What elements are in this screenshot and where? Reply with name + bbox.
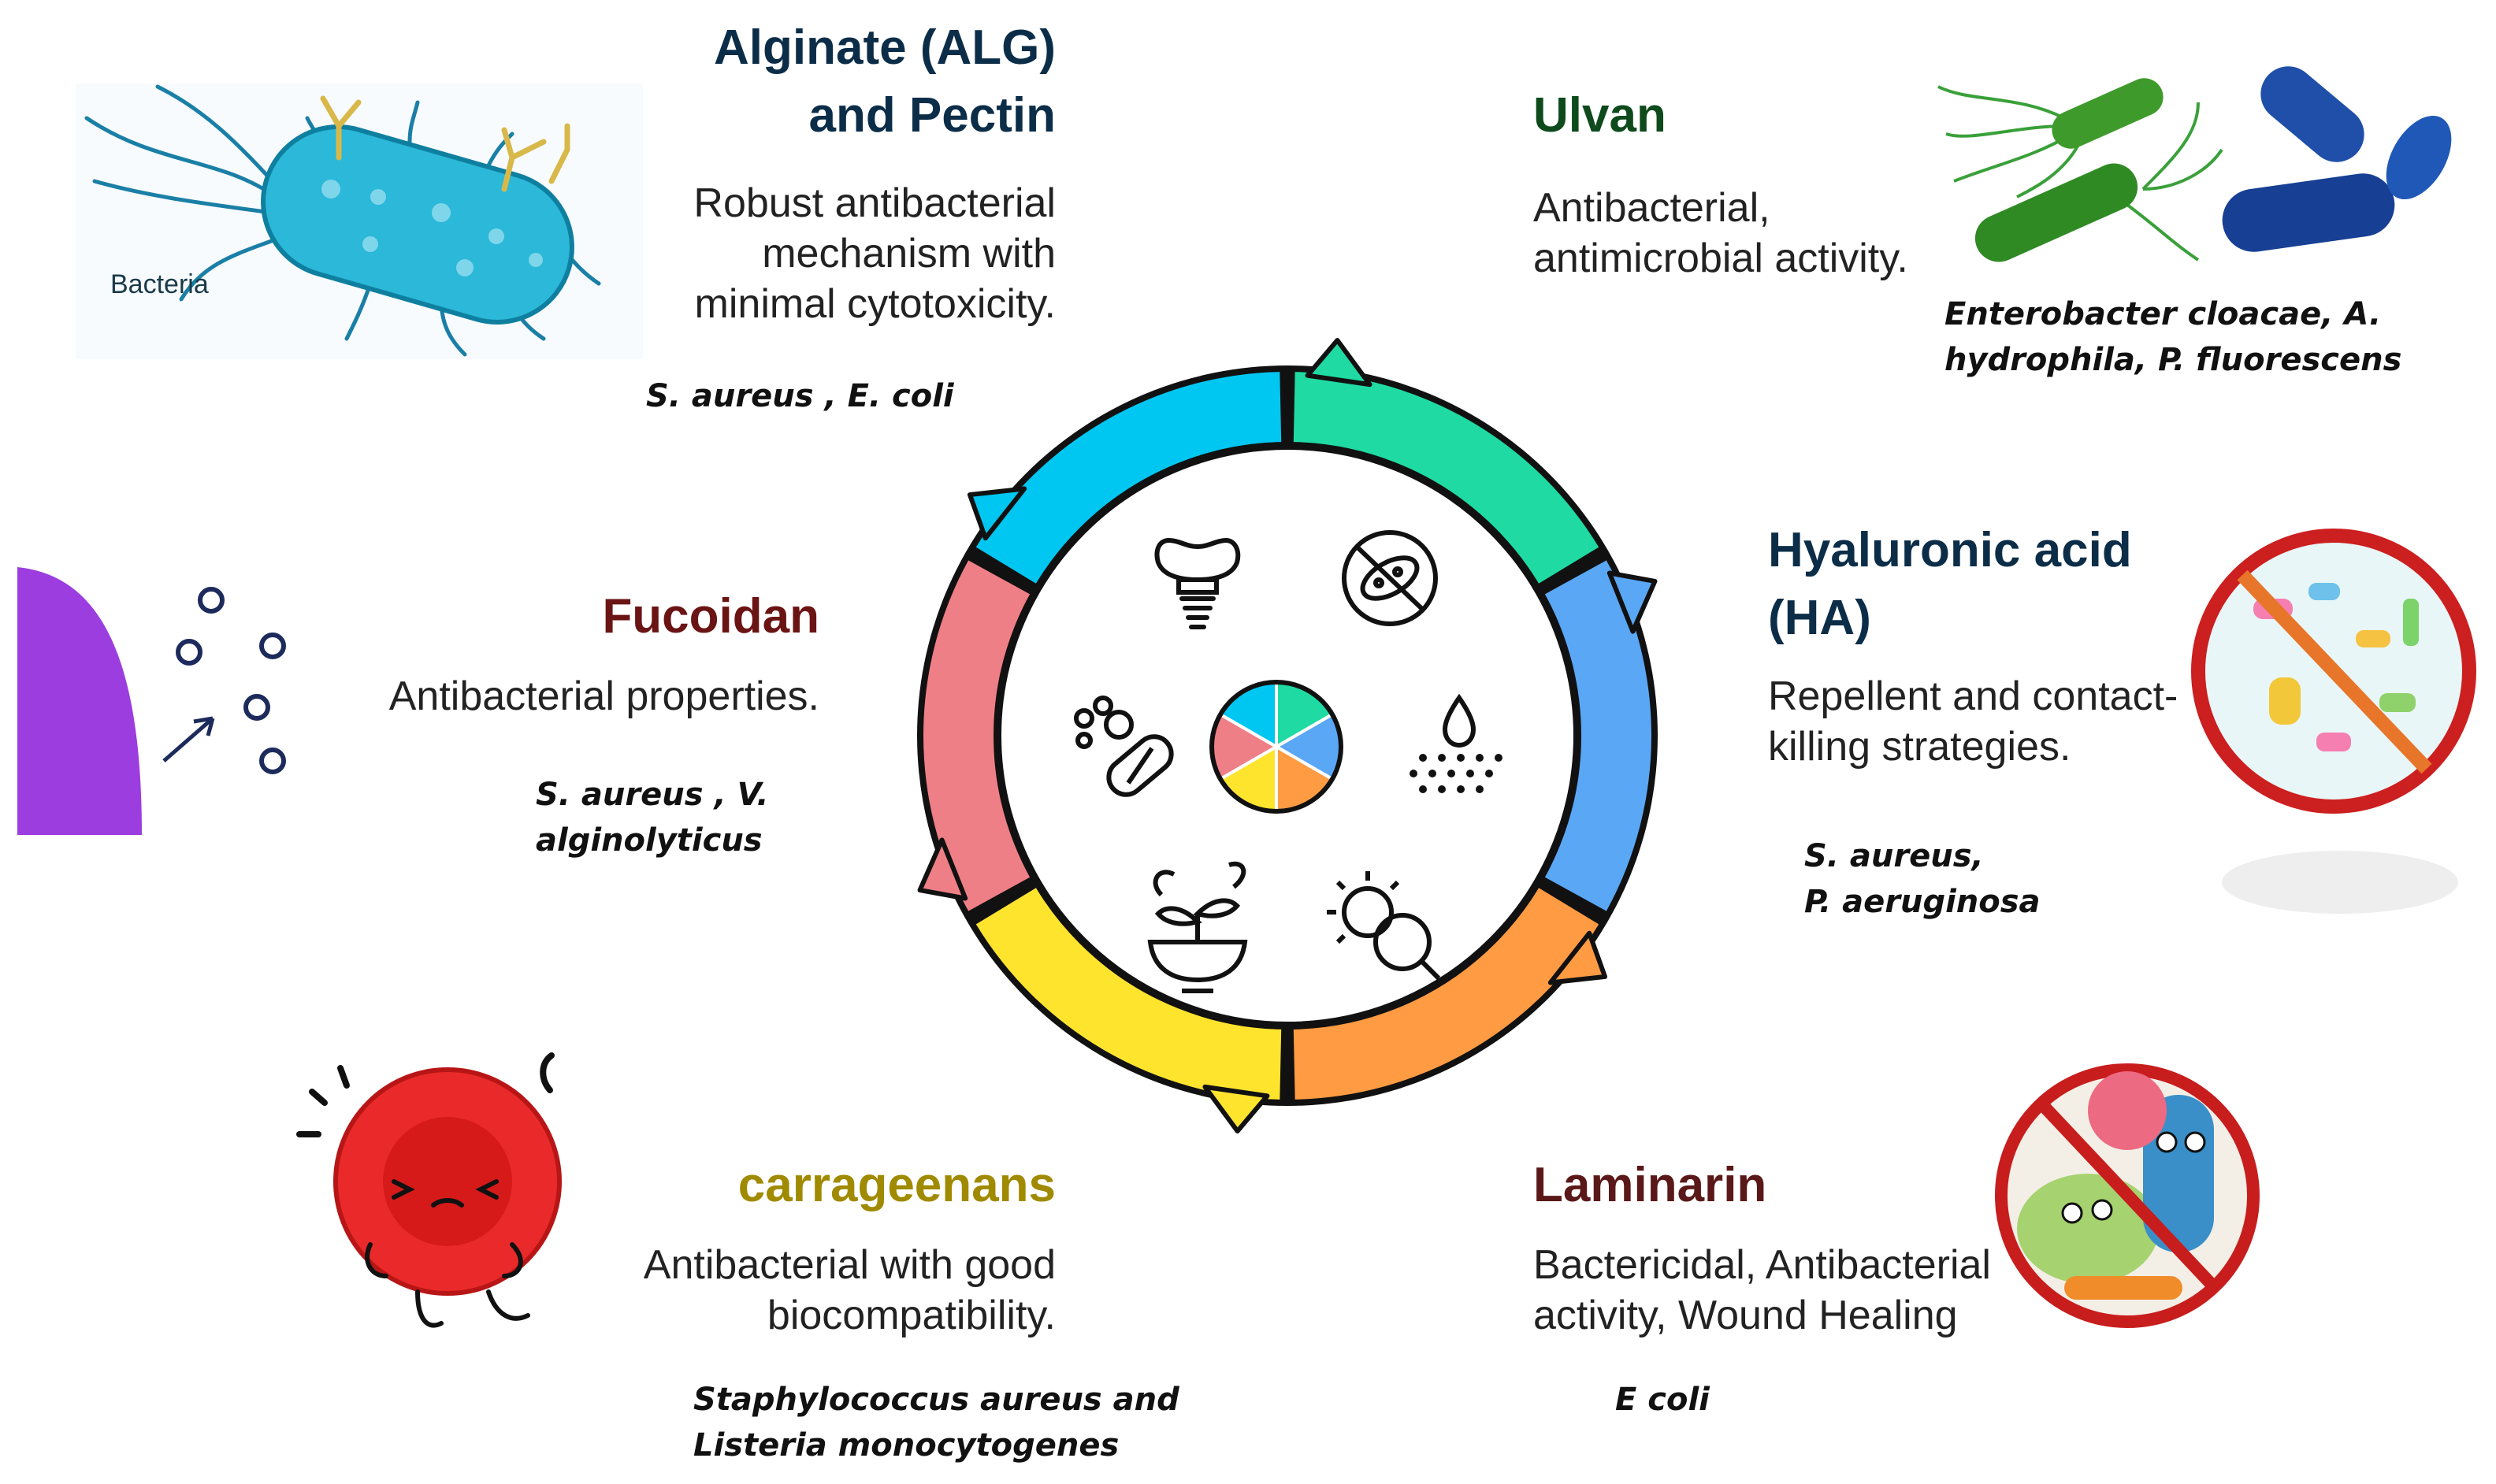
laminarin-species-block: E coli (1615, 1377, 1930, 1423)
segment-laminarin (1293, 885, 1599, 1100)
green-blue-bacteria-illustration (1937, 66, 2452, 262)
hyaluronic-title: Hyaluronic acid (HA) (1768, 517, 2209, 652)
segment-fucoidan (923, 560, 1034, 911)
alginate-section: Alginate (ALG) and Pectin Robust antibact… (504, 14, 1056, 329)
purple-cell-illustration (17, 567, 286, 835)
hyaluronic-desc-line: Repellent and contact- (1768, 673, 2178, 719)
fucoidan-desc-line: Antibacterial properties. (388, 673, 819, 719)
fucoidan-title-line: Fucoidan (602, 589, 819, 644)
hyaluronic-species-line: P. aeruginosa (1804, 884, 2041, 920)
hyaluronic-title-line: (HA) (1768, 591, 1871, 645)
alginate-desc-line: minimal cytotoxicity. (694, 281, 1056, 327)
laminarin-description: Bactericidal, Antibacterial activity, Wou… (1533, 1240, 2085, 1341)
red-blood-cell-illustration (296, 1052, 562, 1328)
carrageenans-desc-line: Antibacterial with good (643, 1242, 1056, 1288)
hyaluronic-section: Hyaluronic acid (HA) Repellent and contac… (1768, 517, 2209, 772)
carrageenans-species-line: Listeria monocytogenes (693, 1427, 1120, 1464)
carrageenans-description: Antibacterial with good biocompatibility. (552, 1240, 1056, 1341)
bacteria-label: Bacteria (110, 269, 209, 299)
fucoidan-species-line: S. aureus , V. (536, 777, 769, 813)
alginate-species: S. aureus , E. coli (646, 373, 1056, 419)
alginate-title-line: Alginate (ALG) (714, 20, 1056, 75)
ulvan-species-block: Enterobacter cloacae, A. hydrophila, P. f… (1944, 291, 2449, 383)
alginate-species-block: S. aureus , E. coli (646, 373, 1056, 419)
prohibited-germs-illustration (1995, 1063, 2260, 1328)
carrageenans-title: carrageenans (552, 1152, 1056, 1219)
alginate-title-line: and Pectin (808, 88, 1056, 143)
laminarin-species-line: E coli (1615, 1382, 1710, 1418)
hyaluronic-description: Repellent and contact-killing strategies… (1768, 671, 2209, 772)
alginate-desc-line: Robust antibacterial (693, 180, 1056, 226)
fucoidan-section: Fucoidan Antibacterial properties. (236, 583, 819, 722)
laminarin-desc-line: activity, Wound Healing (1533, 1293, 1958, 1338)
ring-arrow-notch (967, 486, 1027, 541)
spray-droplet-icon (1410, 693, 1502, 793)
fucoidan-species: S. aureus , V. alginolyticus (536, 772, 867, 863)
inner-pie-outline (1209, 680, 1343, 814)
hyaluronic-desc-line: killing strategies. (1768, 724, 2071, 770)
ulvan-desc-line: antimicrobial activity. (1533, 236, 1908, 281)
segment-ulvan (1293, 372, 1599, 586)
prohibited-bacteria-illustration (2191, 529, 2476, 814)
laminarin-title: Laminarin (1533, 1152, 2085, 1219)
laminarin-desc-line: Bactericidal, Antibacterial (1533, 1242, 1991, 1288)
ulvan-species-line: Enterobacter cloacae, A. (1944, 296, 2382, 332)
hyaluronic-title-line: Hyaluronic acid (1768, 523, 2132, 577)
segment-hyaluronic (1541, 560, 1651, 911)
carrageenans-desc-line: biocompatibility. (767, 1293, 1056, 1338)
inner-pie (1209, 680, 1343, 814)
laminarin-title-line: Laminarin (1533, 1158, 1767, 1212)
ulvan-section: Ulvan Antibacterial, antimicrobial activi… (1533, 82, 2085, 284)
ulvan-species-line: hydrophila, P. fluorescens (1944, 342, 2402, 378)
ulvan-desc-line: Antibacterial, (1533, 185, 1770, 231)
hyaluronic-species: S. aureus, P. aeruginosa (1804, 833, 2198, 925)
alginate-desc-line: mechanism with (762, 231, 1056, 276)
laminarin-species: E coli (1615, 1377, 1930, 1423)
alginate-title: Alginate (ALG) and Pectin (504, 14, 1056, 150)
pills-icon (1074, 696, 1174, 797)
carrageenans-title-line: carrageenans (737, 1158, 1056, 1212)
carrageenans-species-line: Staphylococcus aureus and (693, 1382, 1179, 1418)
alginate-species-line: S. aureus , E. coli (646, 378, 954, 414)
ulvan-title: Ulvan (1533, 82, 2085, 150)
fucoidan-description: Antibacterial properties. (236, 671, 819, 722)
segment-carrageenans (975, 885, 1282, 1100)
bacterium-illustration: Bacteria (76, 83, 643, 359)
ring-arrow-notch (1202, 1084, 1270, 1134)
bacteria-magnifier-icon (1327, 871, 1441, 981)
dental-implant-icon (1154, 537, 1241, 629)
hyaluronic-species-line: S. aureus, (1804, 838, 1984, 874)
ring-arrow-notch (917, 837, 968, 901)
carrageenans-section: carrageenans Antibacterial with good bioc… (552, 1152, 1056, 1341)
ring-arrow-notch (1606, 570, 1658, 634)
ulvan-species: Enterobacter cloacae, A. hydrophila, P. f… (1944, 291, 2449, 383)
shadow-decoration (2222, 851, 2458, 914)
alginate-description: Robust antibacterial mechanism with minima… (504, 178, 1056, 329)
bacteria-prohibited-icon (1342, 530, 1438, 626)
fucoidan-title: Fucoidan (236, 583, 819, 651)
segment-alginate (975, 372, 1282, 586)
sprout-bowl-icon (1147, 861, 1248, 993)
ring-arrow-notch (1305, 337, 1372, 388)
fucoidan-species-block: S. aureus , V. alginolyticus (536, 772, 867, 863)
ring-arrow-notch (1547, 930, 1608, 985)
ulvan-description: Antibacterial, antimicrobial activity. (1533, 183, 2085, 284)
hyaluronic-species-block: S. aureus, P. aeruginosa (1804, 833, 2198, 925)
laminarin-section: Laminarin Bactericidal, Antibacterial act… (1533, 1152, 2085, 1341)
fucoidan-species-line: alginolyticus (536, 822, 763, 859)
ulvan-title-line: Ulvan (1533, 88, 1666, 143)
